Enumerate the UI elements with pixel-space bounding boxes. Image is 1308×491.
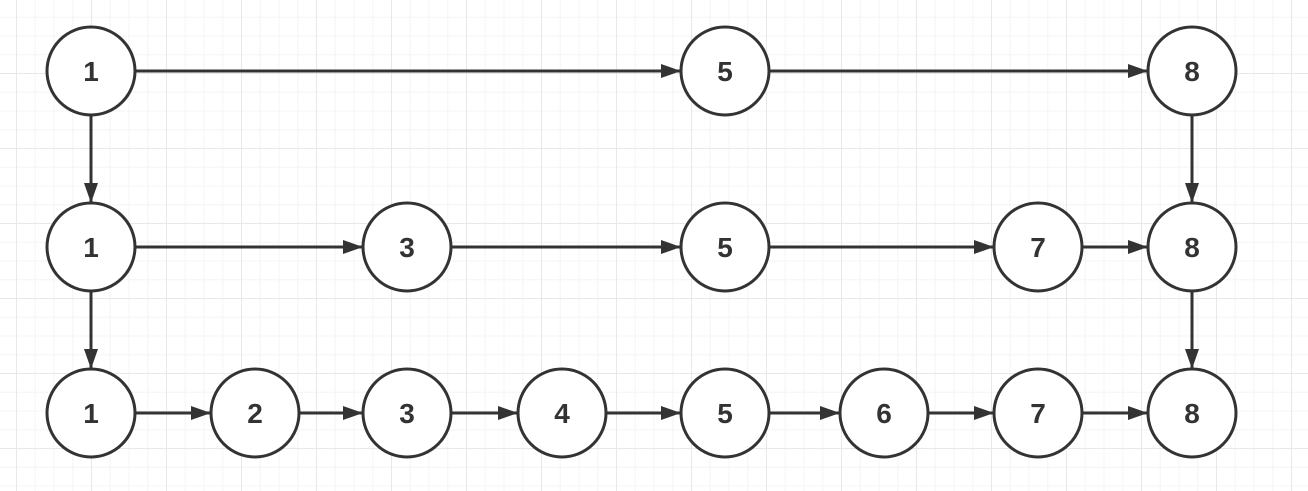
graph-node-n21[interactable]: 1 — [45, 201, 137, 293]
node-circle[interactable] — [516, 367, 608, 459]
node-circle[interactable] — [361, 367, 453, 459]
node-label: 4 — [554, 398, 570, 429]
node-label: 1 — [83, 56, 99, 87]
graph-node-n35[interactable]: 5 — [679, 367, 771, 459]
graph-node-n28[interactable]: 8 — [1146, 201, 1238, 293]
edges-layer — [84, 64, 1199, 420]
graph-node-n31[interactable]: 1 — [45, 367, 137, 459]
graph-node-n38[interactable]: 8 — [1146, 367, 1238, 459]
node-label: 8 — [1184, 56, 1200, 87]
node-circle[interactable] — [209, 367, 301, 459]
node-label: 1 — [83, 398, 99, 429]
graph-node-n33[interactable]: 3 — [361, 367, 453, 459]
node-label: 8 — [1184, 232, 1200, 263]
graph-node-n15[interactable]: 5 — [679, 25, 771, 117]
node-label: 3 — [399, 398, 415, 429]
node-circle[interactable] — [838, 367, 930, 459]
graph-node-n27[interactable]: 7 — [992, 201, 1084, 293]
node-label: 3 — [399, 232, 415, 263]
graph-node-n37[interactable]: 7 — [992, 367, 1084, 459]
node-circle[interactable] — [1146, 25, 1238, 117]
graph-node-n23[interactable]: 3 — [361, 201, 453, 293]
node-circle[interactable] — [45, 367, 137, 459]
node-circle[interactable] — [361, 201, 453, 293]
node-label: 2 — [247, 398, 263, 429]
graph-node-n25[interactable]: 5 — [679, 201, 771, 293]
node-circle[interactable] — [45, 25, 137, 117]
graph-node-n11[interactable]: 1 — [45, 25, 137, 117]
graph-node-n34[interactable]: 4 — [516, 367, 608, 459]
node-circle[interactable] — [992, 201, 1084, 293]
node-circle[interactable] — [679, 25, 771, 117]
node-circle[interactable] — [679, 367, 771, 459]
node-circle[interactable] — [1146, 201, 1238, 293]
node-circle[interactable] — [45, 201, 137, 293]
graph-node-n36[interactable]: 6 — [838, 367, 930, 459]
node-label: 5 — [717, 56, 733, 87]
node-label: 6 — [876, 398, 892, 429]
node-label: 1 — [83, 232, 99, 263]
node-label: 7 — [1030, 232, 1046, 263]
graph-node-n18[interactable]: 8 — [1146, 25, 1238, 117]
node-label: 7 — [1030, 398, 1046, 429]
node-label: 5 — [717, 232, 733, 263]
node-label: 8 — [1184, 398, 1200, 429]
node-circle[interactable] — [992, 367, 1084, 459]
node-label: 5 — [717, 398, 733, 429]
graph-node-n32[interactable]: 2 — [209, 367, 301, 459]
node-circle[interactable] — [679, 201, 771, 293]
node-circle[interactable] — [1146, 367, 1238, 459]
